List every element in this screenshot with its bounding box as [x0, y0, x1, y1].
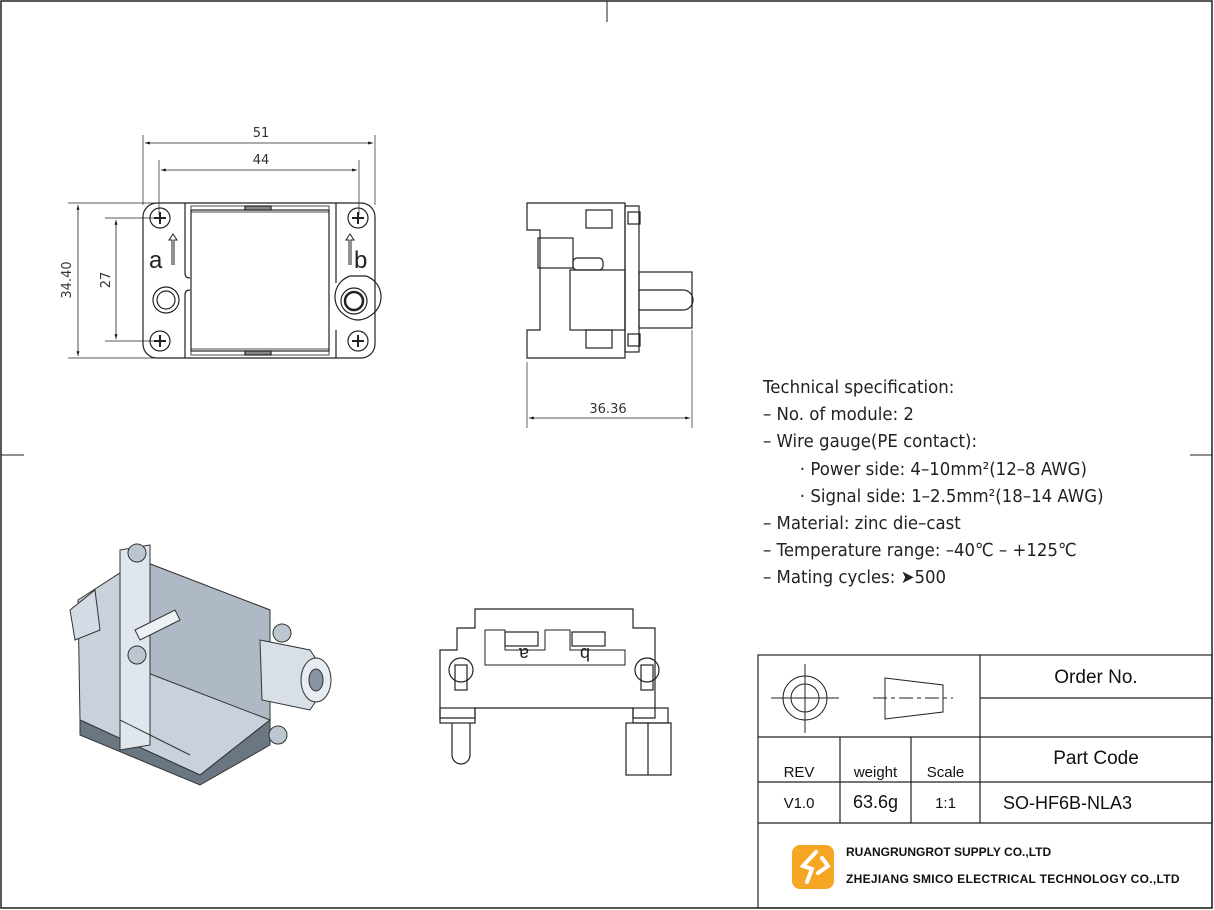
bottom-view — [439, 608, 672, 776]
company-logo-icon — [792, 845, 834, 889]
weight-value: 63.6g — [852, 792, 899, 812]
dim-width-inner: 44 — [253, 153, 270, 168]
spec-line: · Signal side: 1–2.5mm²(18–14 AWG) — [799, 485, 1104, 507]
dim-height-inner: 27 — [99, 272, 114, 289]
spec-line: · Power side: 4–10mm²(12–8 AWG) — [799, 458, 1087, 480]
projection-symbol-icon — [771, 664, 953, 733]
marking-a-bottom: a — [518, 644, 529, 664]
spec-title: Technical specification: — [763, 377, 955, 398]
part-code-value: SO-HF6B-NLA3 — [1003, 793, 1133, 813]
spec-line: – Material: zinc die–cast — [763, 512, 961, 534]
marking-a: a — [149, 247, 163, 274]
dim-depth: 36.36 — [589, 402, 626, 417]
company-name-1: RUANGRUNGROT SUPPLY CO.,LTD — [846, 845, 1052, 859]
part-code-label: Part Code — [1053, 748, 1139, 769]
dim-width-outer: 51 — [253, 126, 270, 141]
title-block-grid — [757, 654, 1213, 909]
isometric-view — [69, 543, 332, 786]
marking-b: b — [354, 247, 367, 274]
rev-label: REV — [783, 764, 815, 781]
technical-specification: Technical specification: – No. of module… — [763, 374, 1104, 592]
weight-label: weight — [853, 764, 898, 781]
rev-value: V1.0 — [783, 795, 815, 812]
scale-value: 1:1 — [935, 795, 956, 812]
marking-b-bottom: b — [580, 644, 590, 664]
scale-label: Scale — [926, 764, 965, 781]
spec-line: – No. of module: 2 — [763, 404, 914, 426]
side-view — [526, 202, 694, 428]
dim-height-outer: 34.40 — [60, 261, 75, 298]
spec-line: – Temperature range: –40℃ – +125℃ — [763, 540, 1077, 562]
order-no-label: Order No. — [1054, 667, 1138, 688]
spec-line: – Wire gauge(PE contact): — [763, 431, 978, 453]
front-view — [68, 135, 382, 359]
company-name-2: ZHEJIANG SMICO ELECTRICAL TECHNOLOGY CO.… — [846, 872, 1180, 886]
spec-line: – Mating cycles: ➤500 — [763, 567, 947, 589]
